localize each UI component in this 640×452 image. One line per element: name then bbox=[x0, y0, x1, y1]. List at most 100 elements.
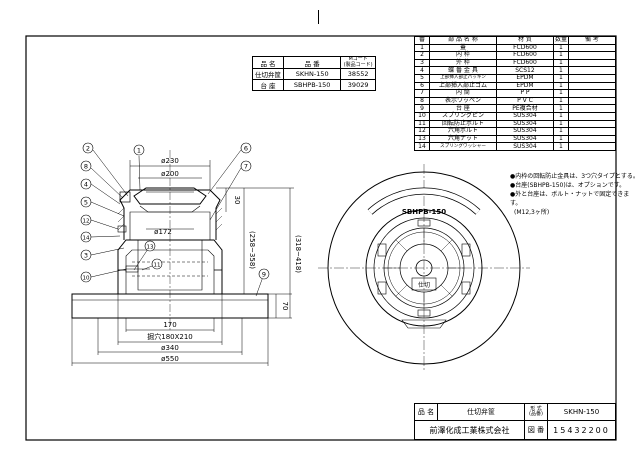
title-drawing-no-label: 図 番 bbox=[524, 420, 548, 440]
parts-cell-note bbox=[567, 127, 617, 136]
code-row: 台 座 SBHPB-150 39029 bbox=[252, 79, 376, 91]
dim-w170: 170 bbox=[163, 321, 176, 329]
parts-cell-name: 蝶 番 金 具 bbox=[428, 66, 497, 75]
balloon-14: 14 bbox=[80, 231, 92, 243]
note-line: (M12,3ヶ所) bbox=[514, 209, 550, 216]
plan-lid-text: SBHPB-150 bbox=[402, 208, 446, 216]
parts-header-name: 部 品 名 称 bbox=[428, 36, 497, 45]
balloon-1: 1 bbox=[133, 144, 145, 156]
parts-cell-note bbox=[567, 43, 617, 53]
code-header-name: 品 名 bbox=[252, 56, 284, 69]
balloon-5: 5 bbox=[80, 196, 92, 208]
balloon-9: 9 bbox=[258, 268, 270, 280]
parts-cell-note bbox=[567, 104, 617, 113]
title-model-label: 形 式(品番) bbox=[524, 403, 548, 421]
svg-text:12: 12 bbox=[83, 219, 90, 225]
balloon-6: 6 bbox=[240, 142, 252, 154]
dim-h30: 30 bbox=[233, 196, 241, 205]
balloon-13: 13 bbox=[144, 240, 156, 252]
parts-header-note: 備 考 bbox=[567, 36, 617, 45]
parts-cell-name: 六角ナット bbox=[428, 134, 497, 144]
dim-hole: 掘穴180X210 bbox=[147, 332, 193, 341]
part-balloons: 2 8 4 5 12 14 3 10 1 6 7 13 11 9 bbox=[80, 142, 270, 283]
dim-h318: (318~418) bbox=[294, 235, 302, 273]
code-header-part: 品 番 bbox=[282, 56, 342, 69]
parts-header-qty: 数量 bbox=[552, 36, 569, 45]
dim-h70: 70 bbox=[281, 302, 289, 311]
dim-d200: ø200 bbox=[161, 170, 179, 178]
parts-cell-no: 3 bbox=[414, 58, 430, 68]
code-header-mcode: Mコード(製品コード) bbox=[340, 56, 376, 69]
dim-d550: ø550 bbox=[161, 355, 179, 363]
balloon-11: 11 bbox=[151, 258, 163, 270]
svg-text:7: 7 bbox=[244, 163, 248, 171]
parts-cell-note bbox=[567, 134, 617, 144]
parts-cell-note bbox=[567, 66, 617, 75]
section-view bbox=[71, 150, 269, 332]
parts-cell-no: 13 bbox=[414, 134, 430, 144]
svg-text:8: 8 bbox=[84, 163, 88, 171]
title-company: 前澤化成工業株式会社 bbox=[414, 420, 525, 440]
dim-d340: ø340 bbox=[161, 344, 179, 352]
parts-cell-no: 8 bbox=[414, 96, 430, 106]
balloon-4: 4 bbox=[80, 178, 92, 190]
parts-cell-qty: 1 bbox=[552, 96, 569, 106]
parts-cell-material: SUS304 bbox=[495, 134, 554, 144]
code-row-part: SBHPB-150 bbox=[282, 79, 342, 91]
parts-header-material: 材 質 bbox=[495, 36, 554, 45]
title-product: 仕切弁筐 bbox=[437, 403, 525, 421]
parts-cell-material: P V C bbox=[495, 96, 554, 106]
parts-cell-note bbox=[567, 58, 617, 68]
svg-text:14: 14 bbox=[83, 236, 90, 242]
leader-lines bbox=[90, 149, 265, 297]
parts-cell-note bbox=[567, 96, 617, 106]
note-line: ●外と台座は、ボルト・ナットで固定できます。 bbox=[510, 191, 630, 207]
plan-view bbox=[318, 164, 530, 372]
parts-cell-no: 10 bbox=[414, 111, 430, 121]
parts-cell-name: 外 枠 bbox=[428, 58, 497, 68]
parts-cell-note bbox=[567, 111, 617, 121]
parts-cell-no: 5 bbox=[414, 73, 430, 83]
code-row: 仕切弁筐 SKHN-150 38552 bbox=[252, 68, 376, 80]
parts-cell-note bbox=[567, 73, 617, 83]
sheet-center-mark bbox=[318, 10, 319, 24]
parts-cell-qty: 1 bbox=[552, 142, 569, 151]
parts-cell-note bbox=[567, 142, 617, 151]
plan-center-text: 仕切 bbox=[418, 281, 430, 289]
dim-h258: (258~358) bbox=[248, 231, 256, 269]
svg-text:9: 9 bbox=[262, 271, 266, 279]
balloon-10: 10 bbox=[80, 271, 92, 283]
svg-text:6: 6 bbox=[244, 145, 248, 153]
svg-text:11: 11 bbox=[154, 263, 161, 269]
parts-cell-no: 14 bbox=[414, 142, 430, 151]
parts-cell-qty: 1 bbox=[552, 73, 569, 83]
svg-text:4: 4 bbox=[84, 181, 88, 189]
code-row-name: 台 座 bbox=[252, 79, 284, 91]
parts-cell-name: スプリングワッシャー bbox=[428, 142, 497, 151]
title-product-label: 品 名 bbox=[414, 403, 438, 421]
parts-cell-material: FCD600 bbox=[495, 58, 554, 68]
svg-text:5: 5 bbox=[84, 199, 88, 207]
parts-cell-qty: 1 bbox=[552, 58, 569, 68]
code-row-code: 39029 bbox=[340, 79, 376, 91]
parts-cell-note bbox=[567, 89, 617, 98]
balloon-3: 3 bbox=[80, 249, 92, 261]
svg-text:10: 10 bbox=[83, 276, 90, 282]
product-code-table: 品 名 品 番 Mコード(製品コード) 仕切弁筐 SKHN-150 38552 … bbox=[252, 56, 376, 91]
notes-block: ●内枠の回転防止金具は、3つ穴タイプとする。 ●台座(SBHPB-150)は、オ… bbox=[510, 172, 640, 217]
note-line: ●内枠の回転防止金具は、3つ穴タイプとする。 bbox=[510, 173, 639, 180]
code-row-name: 仕切弁筐 bbox=[252, 68, 284, 80]
parts-cell-qty: 1 bbox=[552, 111, 569, 121]
title-block: 品 名 仕切弁筐 形 式(品番) SKHN-150 前澤化成工業株式会社 図 番… bbox=[414, 403, 616, 440]
parts-cell-name: 表示ワッペン bbox=[428, 96, 497, 106]
svg-text:3: 3 bbox=[84, 252, 88, 260]
parts-header-no: 番 bbox=[414, 36, 430, 45]
dim-d172: ø172 bbox=[154, 228, 172, 236]
